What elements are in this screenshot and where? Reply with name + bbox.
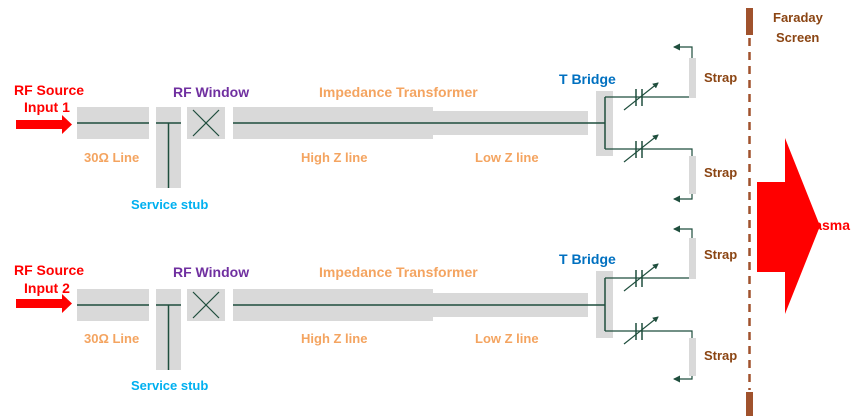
strap-label-1: Strap	[704, 70, 737, 85]
variable-capacitor-1b	[605, 134, 680, 163]
variable-capacitor-2a	[605, 263, 680, 292]
strap-3	[673, 225, 696, 279]
feed-chain-1: RF Source Input 1 30Ω Line Service stub …	[14, 71, 680, 212]
rf-window-label-2: RF Window	[173, 264, 249, 280]
t-bridge-label-1: T Bridge	[559, 71, 616, 87]
rf-window-1	[187, 107, 225, 139]
rf-window-2	[187, 289, 225, 321]
variable-capacitor-1a	[605, 82, 680, 111]
low-z-line-label-2: Low Z line	[475, 331, 539, 346]
service-stub-label-2: Service stub	[131, 378, 208, 393]
strap-1	[673, 43, 696, 98]
rf-source-label-2: RF Source	[14, 262, 84, 278]
variable-capacitor-2b	[605, 316, 680, 345]
strap-4	[673, 330, 696, 383]
plasma-arrow	[757, 138, 820, 314]
rf-source-input-label-1: Input 1	[24, 99, 70, 115]
impedance-transformer-label-2: Impedance Transformer	[319, 264, 478, 280]
impedance-transformer-label-1: Impedance Transformer	[319, 84, 478, 100]
rf-source-input-label-2: Input 2	[24, 280, 70, 296]
faraday-screen-label-line2: Screen	[776, 30, 819, 45]
t-bridge-label-2: T Bridge	[559, 251, 616, 267]
strap-label-3: Strap	[704, 247, 737, 262]
strap-2	[673, 148, 696, 203]
low-z-line-label-1: Low Z line	[475, 150, 539, 165]
strap-label-2: Strap	[704, 165, 737, 180]
input-arrow-2	[16, 294, 72, 313]
rf-source-label-1: RF Source	[14, 82, 84, 98]
thirty-ohm-line-label-2: 30Ω Line	[84, 331, 139, 346]
plasma-label: Plasma	[801, 217, 850, 233]
feed-chain-2: RF Source Input 2 30Ω Line Service stub …	[14, 251, 680, 393]
service-stub-label-1: Service stub	[131, 197, 208, 212]
strap-label-4: Strap	[704, 348, 737, 363]
faraday-screen-label-line1: Faraday	[773, 10, 824, 25]
high-z-line-label-1: High Z line	[301, 150, 367, 165]
high-z-line-label-2: High Z line	[301, 331, 367, 346]
rf-window-label-1: RF Window	[173, 84, 249, 100]
thirty-ohm-line-label-1: 30Ω Line	[84, 150, 139, 165]
faraday-screen	[746, 8, 753, 416]
input-arrow-1	[16, 115, 72, 134]
